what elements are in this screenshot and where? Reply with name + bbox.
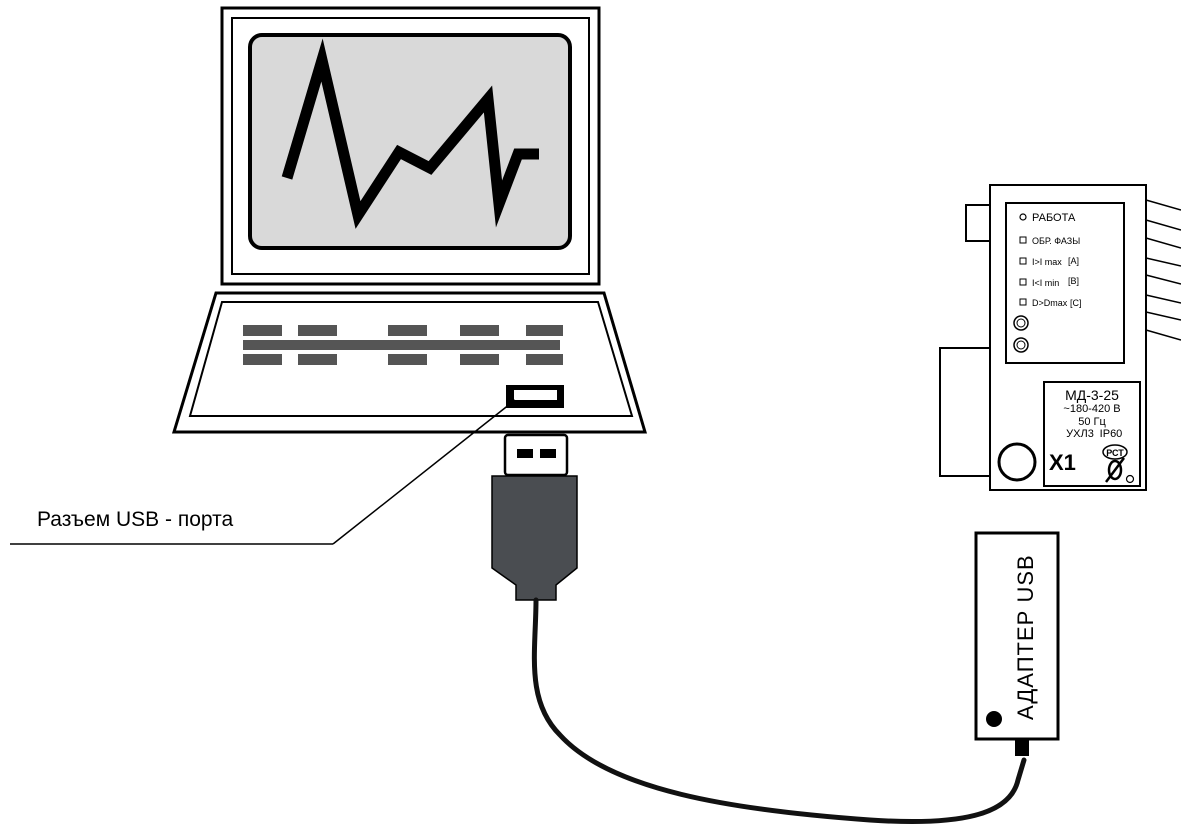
led-label-imin: I<I min bbox=[1032, 278, 1059, 288]
led-label-imax: I>I max bbox=[1032, 257, 1062, 267]
keyboard-icon bbox=[243, 325, 563, 365]
led-indicator-icon bbox=[1019, 278, 1027, 286]
led-label-dmax: D>Dmax bbox=[1032, 298, 1068, 308]
adapter-cable-boot bbox=[1015, 739, 1029, 756]
led-label-imax-code: [A] bbox=[1068, 256, 1079, 266]
connector-label: X1 bbox=[1049, 450, 1076, 475]
cert-mark-label: РСТ bbox=[1106, 448, 1124, 458]
x1-connector-icon bbox=[997, 442, 1037, 482]
usb-cable bbox=[531, 597, 1027, 825]
plate-frequency: 50 Гц bbox=[1078, 416, 1106, 428]
plate-climate: УХЛ3 bbox=[1066, 428, 1094, 440]
adjust-knob-icon bbox=[1013, 315, 1029, 331]
rating-plate bbox=[1043, 381, 1141, 487]
led-indicator-icon bbox=[1019, 257, 1027, 265]
terminal-wedges bbox=[1145, 199, 1181, 341]
usb-plug bbox=[491, 433, 578, 601]
usb-adapter: АДАПТЕР USB bbox=[974, 531, 1060, 756]
adapter-led-icon bbox=[986, 711, 1002, 727]
led-list: РАБОТА ОБР. ФАЗЫ I>I max [A] I<I min [B]… bbox=[1013, 212, 1082, 353]
relay-device: РАБОТА ОБР. ФАЗЫ I>I max [A] I<I min [B]… bbox=[939, 184, 1181, 491]
manufacturer-logo-icon bbox=[1105, 457, 1135, 484]
certification-mark-icon: РСТ bbox=[1102, 444, 1128, 460]
led-label-phase: ОБР. ФАЗЫ bbox=[1032, 236, 1080, 246]
monitor-icon bbox=[220, 6, 601, 286]
led-label-imin-code: [B] bbox=[1068, 276, 1079, 286]
led-label-dmax-code: [C] bbox=[1070, 298, 1082, 308]
laptop bbox=[171, 6, 648, 434]
laptop-base bbox=[171, 291, 648, 434]
waveform-icon bbox=[281, 38, 539, 229]
led-indicator-icon bbox=[1019, 298, 1027, 306]
adapter-label: АДАПТЕР USB bbox=[1013, 554, 1038, 720]
led-indicator-icon bbox=[1019, 213, 1027, 221]
port-label: Разъем USB - порта bbox=[37, 508, 233, 531]
port-callout: Разъем USB - порта bbox=[10, 399, 516, 545]
plate-ip: IP60 bbox=[1100, 428, 1123, 440]
usb-port-icon bbox=[506, 385, 564, 408]
led-indicator-icon bbox=[1019, 236, 1027, 244]
led-label-work: РАБОТА bbox=[1032, 212, 1076, 224]
adjust-knob-icon bbox=[1013, 337, 1029, 353]
plate-voltage: ~180-420 В bbox=[1063, 403, 1120, 415]
plate-model: МД-3-25 bbox=[1065, 387, 1119, 403]
